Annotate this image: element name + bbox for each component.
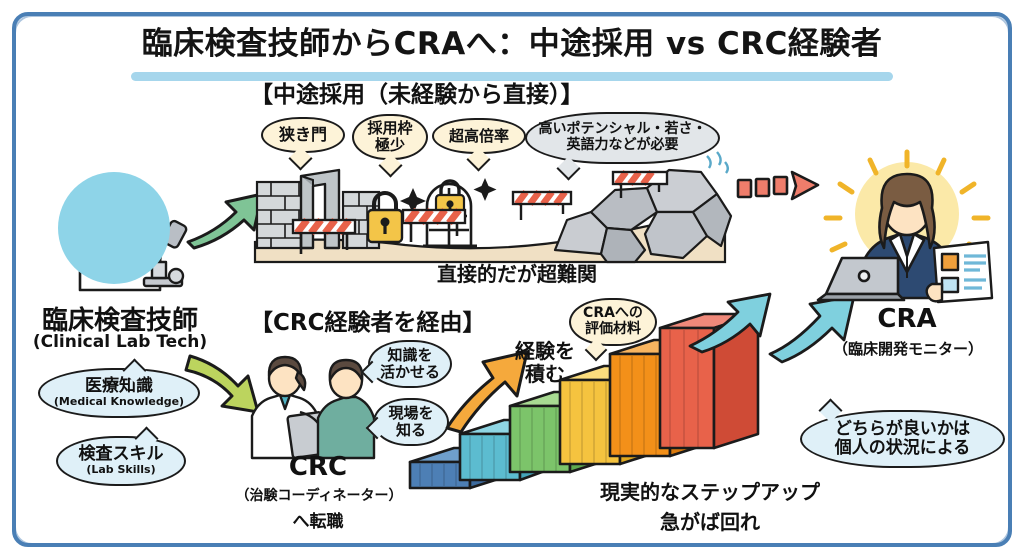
caption-haste-makes-waste: 急がば回れ [560, 506, 860, 535]
bubble-use-knowledge-line2: 活かせる [379, 363, 440, 381]
bubble-use-knowledge-line1: 知識を [387, 346, 433, 365]
bubble-lab-skills: 検査スキル (Lab Skills) [56, 426, 186, 486]
crc-people-illustration [250, 355, 376, 460]
bubble-requirements-line1: 高いポテンシャル・若さ・ [538, 121, 707, 138]
bubble-depends-on-individual-line2: 個人の状況による [834, 438, 971, 458]
bubble-few-openings-line2: 極少 [374, 136, 405, 154]
lab-tech-illustration [40, 170, 200, 295]
padlock-icon-1 [366, 191, 404, 244]
bubble-know-the-field: 現場を 知る [373, 398, 449, 446]
laptop-icon [816, 256, 906, 302]
label-gain-experience: 経験を 積む [515, 340, 575, 386]
bubble-few-openings-line1: 採用枠 [367, 119, 413, 138]
label-gain-experience-line2: 積む [525, 362, 565, 386]
staircase-illustration [408, 312, 760, 490]
caption-realistic-stepup: 現実的なステップアップ [560, 476, 860, 505]
bubble-depends-on-individual: どちらが良いかは 個人の状況による [800, 410, 1005, 468]
bubble-depends-on-individual-line1: どちらが良いかは [834, 418, 971, 439]
arrow-steps-to-cra-2 [768, 294, 856, 364]
bubble-few-openings: 採用枠 極少 [352, 114, 428, 160]
bubble-cra-evaluation-line2: 評価材料 [585, 321, 641, 337]
caption-direct-but-hard: 直接的だが超難関 [392, 258, 642, 287]
caption-realistic-stepup-line1: 現実的なステップアップ [597, 476, 823, 505]
lab-tech-circle-backdrop [58, 172, 170, 284]
heading-via-crc: 【CRC経験者を経由】 [250, 310, 486, 336]
page-title-area: 臨床検査技師からCRAへ：中途採用 vs CRC経験者 [0, 18, 1024, 81]
page-title: 臨床検査技師からCRAへ：中途採用 vs CRC経験者 [141, 26, 883, 62]
wall-and-cliff-illustration [253, 151, 733, 264]
arrow-gain-experience [445, 350, 529, 434]
bubble-medical-knowledge: 医療知識 (Medical Knowledge) [38, 358, 200, 418]
cra-role-subtitle: （臨床開発モニター） [832, 340, 983, 358]
crc-role-subtitle: （治験コーディネーター） [235, 488, 403, 504]
bubble-cra-evaluation: CRAへの 評価材料 [569, 298, 657, 346]
bubble-requirements: 高いポテンシャル・若さ・ 英語力などが必要 [525, 112, 720, 164]
cra-role-name: CRA [877, 304, 937, 334]
bubble-know-the-field-line1: 現場を [388, 404, 434, 423]
arrow-steps-to-cra-1 [688, 292, 772, 354]
document-icon [925, 240, 994, 304]
bubble-lab-skills-en: (Lab Skills) [86, 463, 156, 477]
label-gain-experience-line1: 経験を [515, 339, 575, 363]
bubble-medical-knowledge-jp: 医療知識 [85, 376, 153, 397]
bubble-use-knowledge: 知識を 活かせる [368, 340, 452, 388]
crc-role-name: CRC [288, 452, 348, 482]
sweat-drops-icon [706, 151, 729, 174]
lab-tech-role-subtitle: (Clinical Lab Tech) [32, 332, 208, 352]
bubble-know-the-field-line2: 知る [395, 421, 426, 439]
heading-direct-hire: 【中途採用（未経験から直接）】 [250, 82, 584, 108]
bubble-cra-evaluation-line1: CRAへの [583, 305, 643, 322]
crc-role-action: へ転職 [292, 512, 344, 532]
bubble-narrow-gate: 狭き門 [261, 117, 345, 153]
bubble-medical-knowledge-en: (Medical Knowledge) [53, 395, 185, 409]
bubble-requirements-line2: 英語力などが必要 [566, 137, 679, 153]
road-barriers-group [291, 170, 669, 254]
title-underline-highlight [131, 72, 893, 81]
sparkle-icon-2 [473, 178, 497, 201]
cra-illustration [812, 149, 1002, 304]
arrow-direct-hire-to-cra [736, 170, 820, 201]
sparkle-icon-1 [400, 188, 426, 214]
bubble-lab-skills-jp: 検査スキル [78, 444, 164, 465]
arrow-to-crc-route [184, 354, 260, 414]
lab-tech-role-name: 臨床検査技師 [41, 306, 198, 336]
caption-direct-but-hard-text: 直接的だが超難関 [434, 258, 600, 287]
caption-haste-makes-waste-line2: 急がば回れ [657, 506, 763, 535]
